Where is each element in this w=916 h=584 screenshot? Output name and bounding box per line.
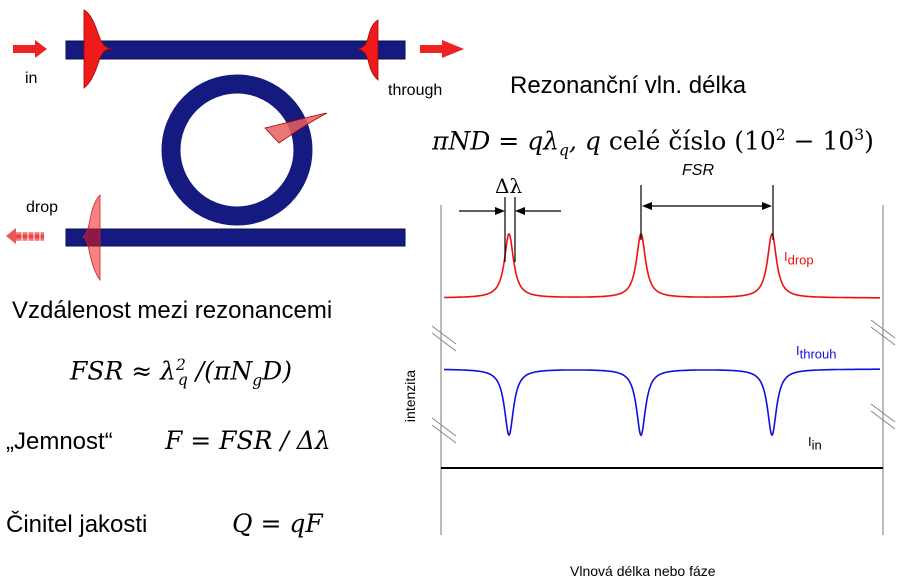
through-arrow-icon	[420, 40, 464, 58]
drop-label: drop	[26, 199, 59, 216]
top-waveguide	[65, 40, 406, 60]
i-drop-label: Idrop	[784, 249, 814, 268]
linewidth-marker	[459, 197, 561, 262]
ring-resonator-diagram	[6, 9, 464, 282]
resonance-equation: πND = qλq, q celé číslo (102 − 103)	[432, 126, 874, 160]
quality-label: Činitel jakosti	[6, 511, 148, 538]
axis-break-marks	[431, 319, 896, 444]
resonance-heading: Rezonanční vln. délka	[510, 72, 747, 99]
finesse-label: „Jemnost“	[6, 428, 113, 455]
input-pulse	[83, 9, 113, 89]
fsr-heading: Vzdálenost mezi rezonancemi	[12, 297, 333, 324]
delta-lambda-label: Δλ	[495, 174, 523, 198]
i-through-label: Ithrouh	[796, 343, 837, 362]
ring-waveguide	[161, 74, 313, 226]
bottom-waveguide	[65, 228, 406, 247]
through-label: through	[388, 82, 443, 99]
fsr-label: FSR	[682, 162, 714, 179]
quality-equation: Q = qF	[232, 509, 323, 538]
finesse-equation: F = FSR / Δλ	[165, 426, 331, 455]
drop-intensity-curve	[444, 232, 880, 299]
drop-arrow-icon	[6, 228, 44, 244]
x-axis-label: Vlnová délka nebo fáze	[570, 563, 716, 579]
spectrum-chart	[431, 185, 896, 535]
through-intensity-curve	[444, 368, 880, 437]
in-label: in	[25, 70, 38, 87]
fsr-equation: FSR ≈ λ2q /(πNgD)	[70, 356, 292, 390]
y-axis-label: intenzita	[402, 369, 419, 423]
through-pulse	[357, 19, 379, 81]
i-in-label: Iin	[808, 434, 822, 453]
input-arrow-icon	[13, 40, 47, 58]
ring-pulse	[264, 112, 328, 144]
fsr-marker	[640, 185, 774, 240]
drop-pulse	[82, 194, 101, 282]
